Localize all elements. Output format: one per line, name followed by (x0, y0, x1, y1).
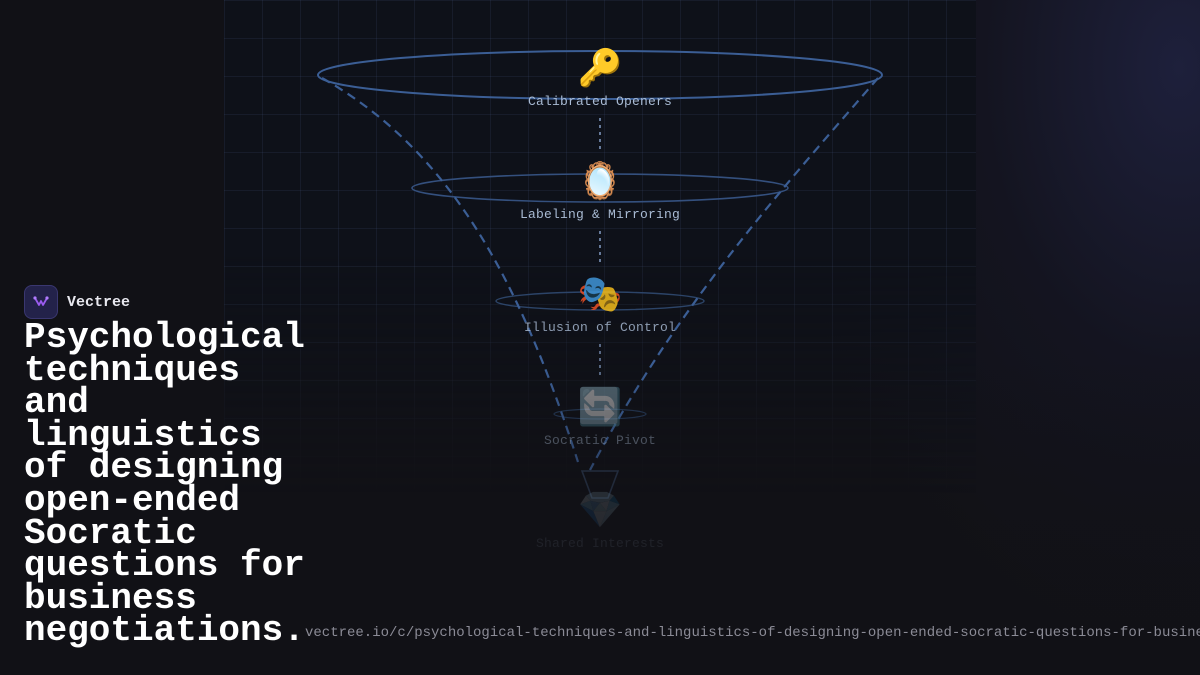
funnel-rim-1 (317, 50, 883, 100)
page-url[interactable]: vectree.io/c/psychological-techniques-an… (305, 625, 1200, 641)
key-icon: 🔑 (577, 50, 623, 91)
gem-icon: 💎 (577, 492, 623, 533)
funnel-stage-1: 🔑 Calibrated Openers (470, 50, 730, 109)
stage-label: Labeling & Mirroring (519, 207, 681, 222)
funnel-stage-5: 💎 Shared Interests (470, 492, 730, 551)
stage-label: Illusion of Control (523, 320, 677, 335)
vectree-logo-icon (24, 285, 58, 319)
mirror-icon: 🪞 (577, 163, 623, 204)
cycle-arrows-icon: 🔄 (577, 389, 623, 430)
stage-label: Shared Interests (535, 536, 665, 551)
stage-label: Calibrated Openers (527, 94, 673, 109)
brand-name: Vectree (67, 293, 131, 311)
funnel-rim-3 (495, 291, 705, 311)
page-title: Psychological techniques and linguistics… (24, 317, 305, 652)
brand[interactable]: Vectree (24, 285, 130, 319)
theater-masks-icon: 🎭 (577, 276, 623, 317)
funnel-stage-4: 🔄 Socratic Pivot (470, 389, 730, 448)
funnel-stage-2: 🪞 Labeling & Mirroring (470, 163, 730, 222)
funnel-rim-2 (411, 173, 789, 203)
stage-label: Socratic Pivot (543, 433, 657, 448)
funnel-stage-3: 🎭 Illusion of Control (470, 276, 730, 335)
